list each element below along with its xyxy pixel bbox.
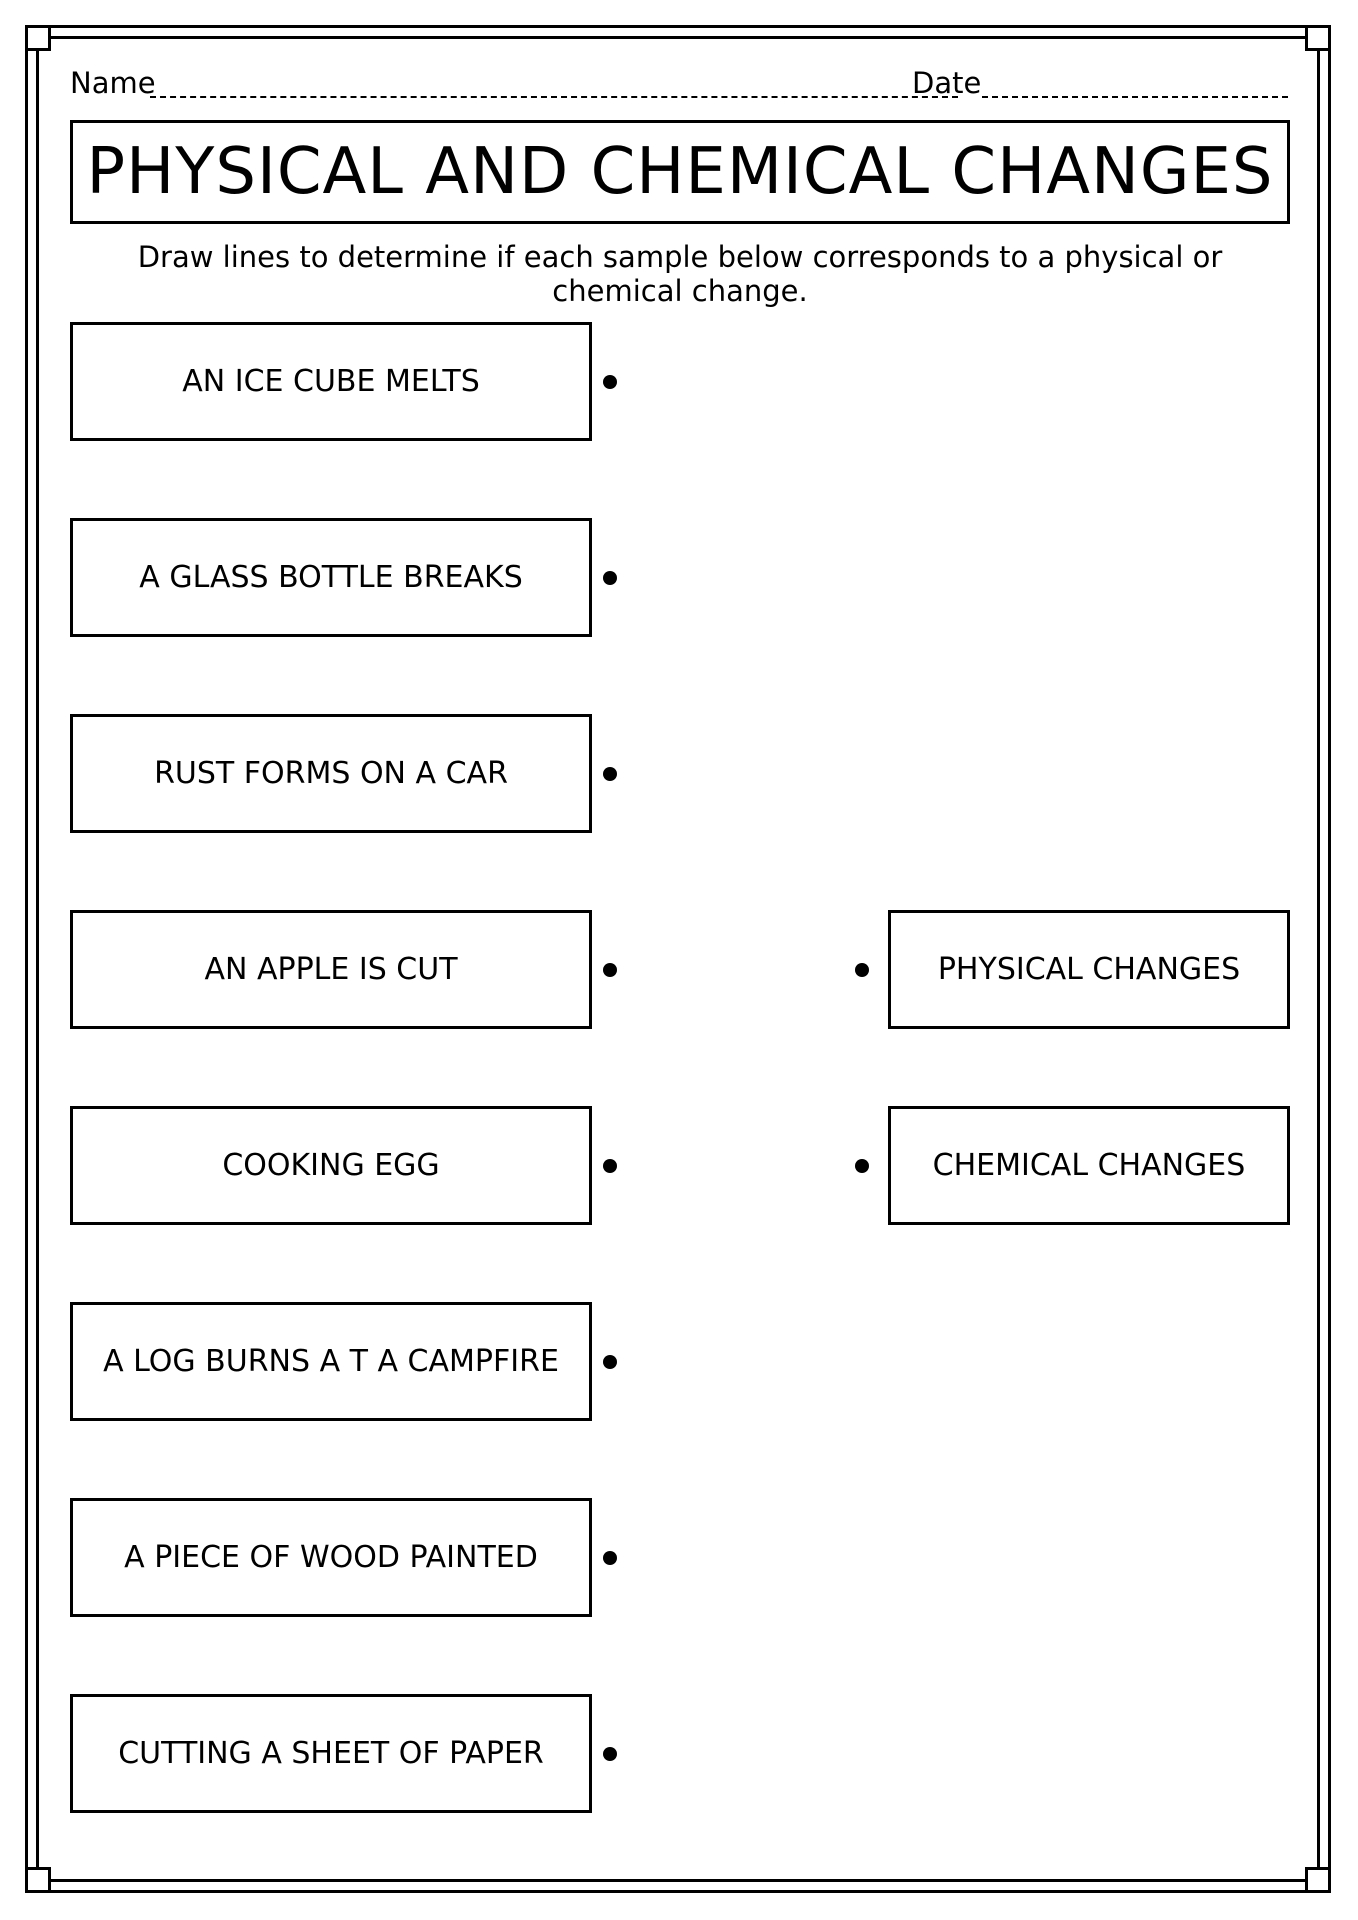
sample-label: RUST FORMS ON A CAR: [154, 756, 508, 791]
sample-label: A PIECE OF WOOD PAINTED: [124, 1540, 538, 1575]
sample-box: A PIECE OF WOOD PAINTED: [70, 1498, 592, 1617]
instructions: Draw lines to determine if each sample b…: [137, 240, 1223, 308]
sample-box: AN APPLE IS CUT: [70, 910, 592, 1029]
sample-connector-dot[interactable]: [603, 1551, 617, 1565]
sample-connector-dot[interactable]: [603, 963, 617, 977]
sample-connector-dot[interactable]: [603, 1355, 617, 1369]
date-field[interactable]: [982, 96, 1288, 98]
answer-label: PHYSICAL CHANGES: [937, 952, 1241, 987]
sample-box: RUST FORMS ON A CAR: [70, 714, 592, 833]
sample-box: CUTTING A SHEET OF PAPER: [70, 1694, 592, 1813]
corner-bottom-left: [25, 1867, 51, 1893]
sample-box: A GLASS BOTTLE BREAKS: [70, 518, 592, 637]
title-text: PHYSICAL AND CHEMICAL CHANGES: [86, 135, 1274, 209]
answer-connector-dot[interactable]: [855, 1159, 869, 1173]
page-border-inner: [36, 36, 1320, 1882]
sample-box: AN ICE CUBE MELTS: [70, 322, 592, 441]
sample-label: A GLASS BOTTLE BREAKS: [139, 560, 523, 595]
sample-box: A LOG BURNS A T A CAMPFIRE: [70, 1302, 592, 1421]
sample-connector-dot[interactable]: [603, 571, 617, 585]
answer-label: CHEMICAL CHANGES: [932, 1148, 1246, 1183]
page-border-outer: [25, 25, 1331, 1893]
header-row: Name Date: [70, 64, 1288, 104]
corner-bottom-right: [1305, 1867, 1331, 1893]
sample-connector-dot[interactable]: [603, 1159, 617, 1173]
sample-label: CUTTING A SHEET OF PAPER: [118, 1736, 544, 1771]
sample-label: A LOG BURNS A T A CAMPFIRE: [103, 1344, 559, 1379]
date-label: Date: [912, 66, 982, 100]
sample-box: COOKING EGG: [70, 1106, 592, 1225]
name-label: Name: [70, 66, 156, 100]
answer-box-physical: PHYSICAL CHANGES: [888, 910, 1290, 1029]
sample-connector-dot[interactable]: [603, 1747, 617, 1761]
answer-box-chemical: CHEMICAL CHANGES: [888, 1106, 1290, 1225]
sample-label: AN APPLE IS CUT: [204, 952, 458, 987]
worksheet-title: PHYSICAL AND CHEMICAL CHANGES: [70, 120, 1290, 224]
sample-connector-dot[interactable]: [603, 767, 617, 781]
corner-top-right: [1305, 25, 1331, 51]
sample-label: AN ICE CUBE MELTS: [182, 364, 480, 399]
sample-connector-dot[interactable]: [603, 375, 617, 389]
name-field[interactable]: [150, 96, 958, 98]
corner-top-left: [25, 25, 51, 51]
answer-connector-dot[interactable]: [855, 963, 869, 977]
sample-label: COOKING EGG: [222, 1148, 440, 1183]
